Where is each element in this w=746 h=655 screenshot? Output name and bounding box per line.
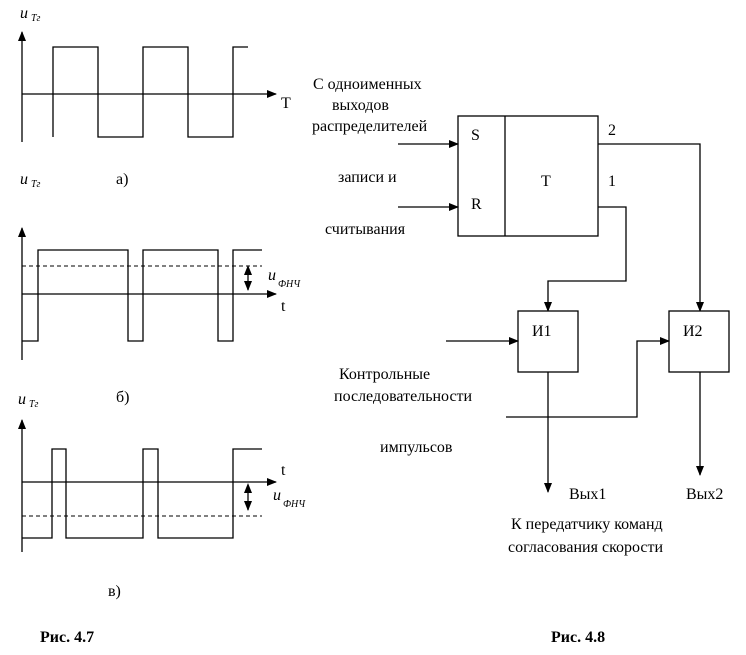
fig47-title: Рис. 4.7 [40, 629, 94, 646]
plot-c-dim-label: u [273, 487, 281, 504]
plot-b-y-sub: Tг [31, 179, 41, 190]
out2-label: Вых2 [686, 486, 723, 503]
dest-label-line2: согласования скорости [508, 539, 664, 556]
plot-c-y-label: u [18, 391, 26, 408]
and1-label: И1 [532, 323, 552, 340]
ctrl-label-line1: Контрольные [339, 366, 430, 383]
plot-b-y-label: u [20, 171, 28, 188]
plot-b-dim-label: u [268, 267, 276, 284]
write-label: записи и [338, 169, 397, 186]
plot-b-x-label: t [281, 298, 286, 315]
plot-c-caption: в) [108, 583, 121, 600]
plot-a-waveform [52, 46, 248, 138]
fig48-block-diagram: С одноименных выходов распределителей S … [312, 76, 730, 556]
out1-wire [544, 206, 627, 312]
trigger-t-label: T [541, 173, 551, 190]
fig47-plot-a: u Tг T а) [18, 5, 291, 188]
plot-b-dim-sub: ФНЧ [278, 279, 301, 290]
dest-label-line1: К передатчику команд [511, 516, 663, 533]
plot-b-waveform [22, 249, 262, 342]
plot-a-y-label: u [20, 5, 28, 22]
plot-a-x-label: T [281, 95, 291, 112]
out2-wire [598, 143, 704, 312]
plot-c-y-sub: Tг [29, 399, 39, 410]
and2-control-wire [506, 337, 670, 418]
and2-label: И2 [683, 323, 703, 340]
read-label: считывания [325, 221, 406, 238]
out1-label: Вых1 [569, 486, 606, 503]
and2-gate [668, 310, 730, 373]
plot-c-x-label: t [281, 462, 286, 479]
trigger-s-pin: S [471, 127, 480, 144]
plot-a-y-sub: Tг [31, 13, 41, 24]
trigger-out2-label: 2 [608, 122, 616, 139]
ctrl-label-line2: последовательности [334, 388, 473, 405]
trigger-r-pin: R [471, 196, 482, 213]
and1-gate [517, 310, 579, 373]
plot-b-caption: б) [116, 389, 129, 406]
fig47-plot-b: u Tг u ФНЧ t б) [18, 171, 301, 406]
fig48-title: Рис. 4.8 [551, 629, 605, 646]
fig47-plot-c: u Tг u ФНЧ t в) [18, 391, 306, 600]
plot-a-caption: а) [116, 171, 128, 188]
plot-c-waveform [22, 448, 262, 539]
trigger-block [457, 115, 599, 237]
ctrl-label-line3: импульсов [380, 439, 453, 456]
plot-c-dim-sub: ФНЧ [283, 499, 306, 510]
trigger-out1-label: 1 [608, 173, 616, 190]
input-label-line2: выходов [332, 97, 389, 114]
input-label-line1: С одноименных [313, 76, 422, 93]
input-label-line3: распределителей [312, 118, 428, 135]
